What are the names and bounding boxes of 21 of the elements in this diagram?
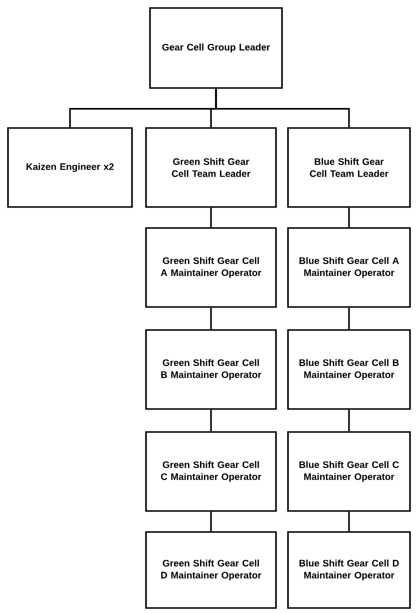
- org-box: Kaizen Engineer x2: [7, 127, 133, 208]
- org-box: Green Shift Gear Cell D Maintainer Operator: [145, 531, 277, 609]
- connector-line: [210, 308, 212, 330]
- org-box: Blue Shift Gear Cell A Maintainer Operator: [287, 227, 411, 308]
- org-box: Green Shift Gear Cell A Maintainer Operator: [145, 227, 277, 308]
- connector-line: [215, 88, 350, 128]
- org-box: Blue Shift Gear Cell D Maintainer Operator: [287, 531, 411, 609]
- connector-line: [348, 410, 350, 432]
- connector-line: [348, 208, 350, 228]
- org-box: Blue Shift Gear Cell C Maintainer Operator: [287, 431, 411, 512]
- connector-line: [210, 410, 212, 432]
- connector-line: [348, 512, 350, 532]
- connector-line: [348, 308, 350, 330]
- org-box: Blue Shift Gear Cell B Maintainer Operator: [287, 329, 411, 410]
- org-box: Green Shift Gear Cell B Maintainer Operator: [145, 329, 277, 410]
- org-box: Green Shift Gear Cell C Maintainer Operator: [145, 431, 277, 512]
- connector-line: [210, 512, 212, 532]
- connector-line: [210, 208, 212, 228]
- org-box: Blue Shift Gear Cell Team Leader: [287, 127, 411, 208]
- org-box: Gear Cell Group Leader: [149, 7, 283, 89]
- org-box: Green Shift Gear Cell Team Leader: [145, 127, 277, 208]
